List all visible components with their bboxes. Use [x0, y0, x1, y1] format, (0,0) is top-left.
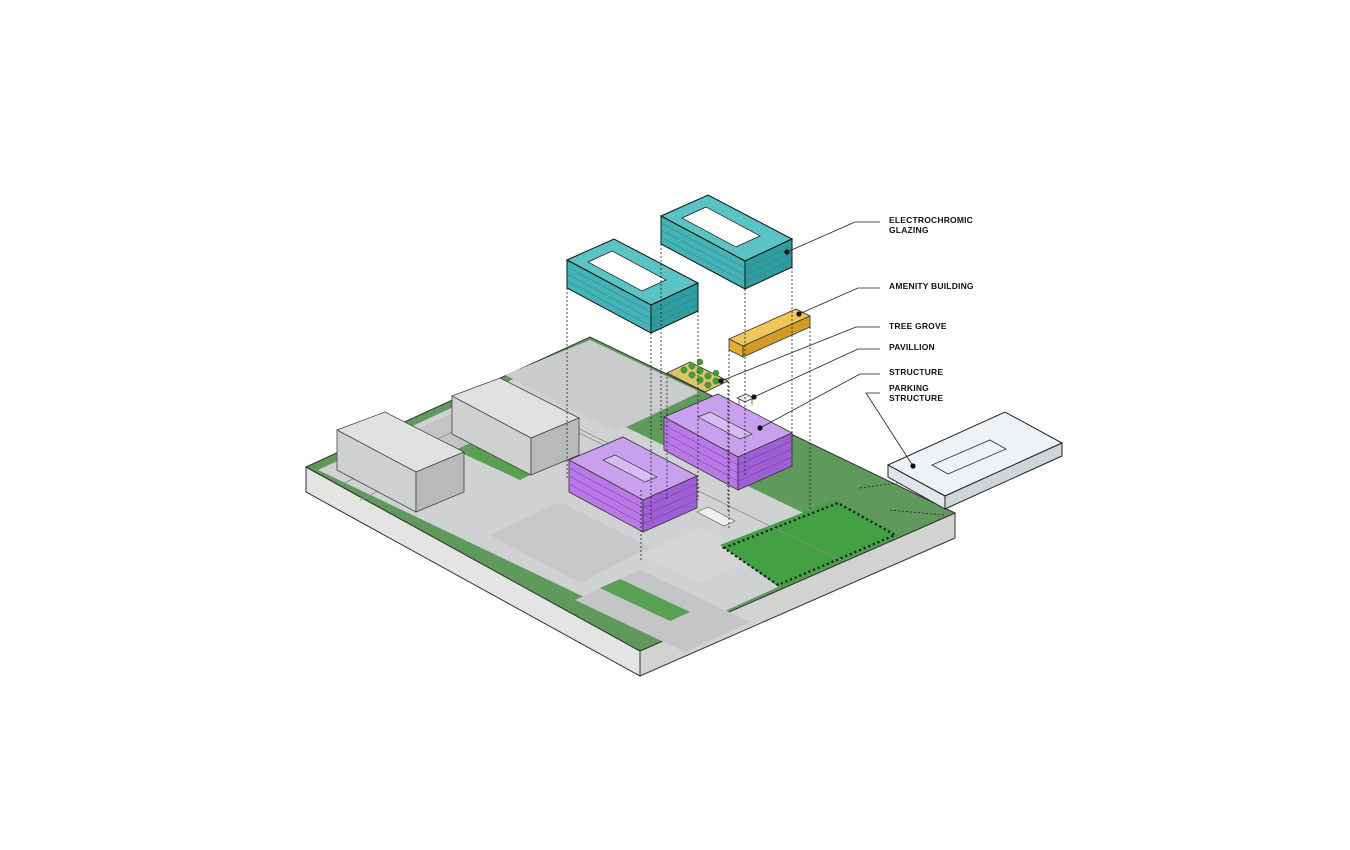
label-tree-grove: TREE GROVE — [889, 321, 947, 331]
paving-center-plaza — [640, 528, 760, 583]
glazing-east-inner-void — [681, 206, 761, 248]
dot-parking-structure — [910, 463, 916, 469]
parking-structure-side — [944, 442, 1063, 510]
label-parking-structure-line2: STRUCTURE — [889, 393, 943, 403]
callout-leaders — [720, 221, 914, 467]
pavillion-roof — [736, 393, 755, 403]
leader-electrochromic-glazing — [786, 221, 880, 253]
amenity-building — [728, 308, 811, 358]
leader-structure — [759, 373, 880, 429]
lawn-parcel-outline — [721, 501, 898, 587]
office-building-east-atrium — [697, 411, 753, 440]
green-strip-1 — [455, 441, 540, 480]
existing-building-west-side — [415, 451, 465, 513]
parking-structure — [886, 411, 1064, 510]
label-electrochromic-glazing-line1: ELECTROCHROMIC — [889, 215, 973, 225]
projection-lines — [566, 244, 946, 560]
glazing-west-inner-void — [587, 250, 667, 292]
leader-tree-grove — [720, 326, 880, 382]
lawn-parcel — [720, 500, 900, 588]
label-parking-structure-line1: PARKING — [889, 383, 929, 393]
dot-tree-grove — [718, 378, 724, 384]
dot-structure — [757, 425, 763, 431]
office-building-west-atrium — [602, 454, 658, 483]
label-structure: STRUCTURE — [889, 367, 943, 377]
pedestrian-bridge — [696, 506, 736, 527]
pavillion — [736, 393, 755, 405]
leader-pavillion — [753, 348, 880, 398]
leader-amenity-building — [798, 287, 880, 315]
callout-dots — [718, 249, 916, 469]
label-pavillion: PAVILLION — [889, 342, 935, 352]
glazing-west — [565, 238, 700, 334]
parking-structure-ramp — [931, 439, 1007, 475]
callout-labels: ELECTROCHROMIC GLAZING AMENITY BUILDING … — [889, 215, 974, 403]
dot-pavillion — [751, 394, 757, 400]
paving-southwest-lot — [490, 502, 650, 583]
glazing-east — [659, 194, 794, 290]
dot-electrochromic-glazing — [784, 249, 790, 255]
dot-amenity-building — [796, 311, 802, 317]
leader-parking-structure — [865, 392, 914, 467]
office-building-west — [568, 436, 698, 533]
green-strip-2 — [600, 579, 690, 621]
existing-building-west — [336, 411, 465, 513]
label-electrochromic-glazing-line2: GLAZING — [889, 225, 929, 235]
label-amenity-building: AMENITY BUILDING — [889, 281, 974, 291]
